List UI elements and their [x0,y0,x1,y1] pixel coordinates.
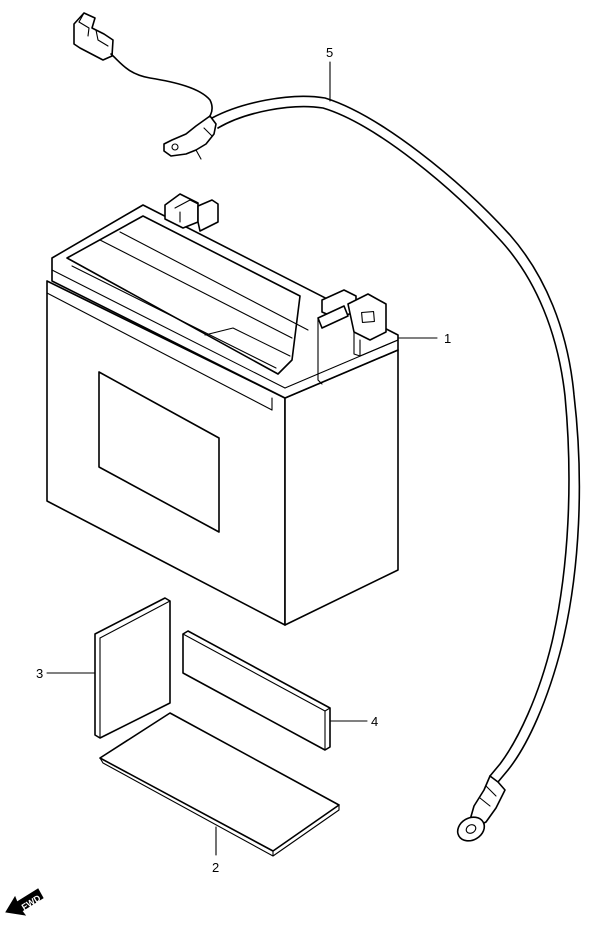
fwd-arrow-icon: FWD [5,888,44,916]
battery-spacer-icon [182,630,331,751]
battery-side-spacer-icon [94,597,171,739]
leader-lines [46,61,438,856]
battery-icon [46,193,399,626]
callout-1: 1 [444,331,451,346]
callout-5: 5 [326,45,333,60]
callout-2: 2 [212,860,219,875]
battery-cable-icon [73,12,581,842]
callout-3: 3 [36,666,43,681]
callout-4: 4 [371,714,378,729]
battery-bottom-pad-icon [99,712,340,857]
